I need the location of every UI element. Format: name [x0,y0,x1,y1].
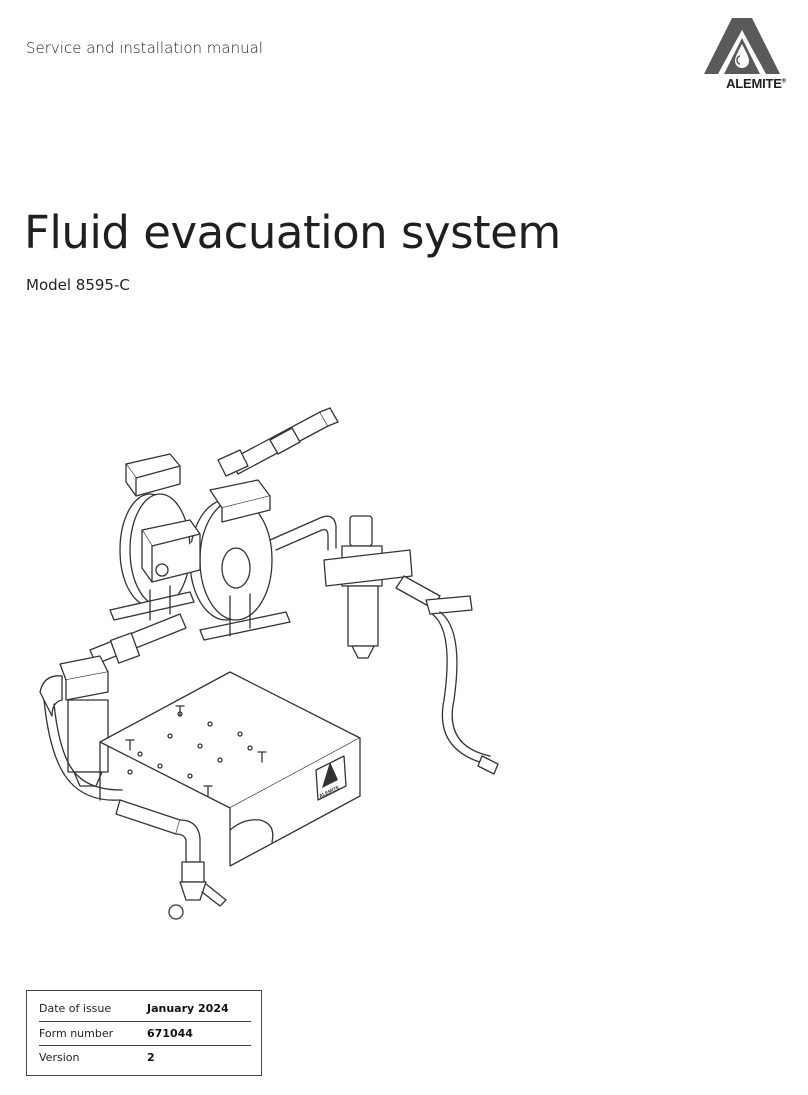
info-row-version: Version 2 [39,1045,251,1068]
discharge-pipe [217,407,339,477]
fluid-evacuation-system-illustration: ALEMITE [30,400,500,940]
alemite-triangle-icon [704,18,780,74]
diaphragm-pump [109,453,291,641]
brand-name: ALEMITE® [726,76,786,91]
info-value: 2 [147,1050,155,1064]
manual-subtitle: Service and installation manual [26,39,263,57]
info-label: Form number [39,1026,114,1040]
alemite-logo: ALEMITE® [704,16,786,92]
info-value: 671044 [147,1026,193,1040]
cabinet: ALEMITE [99,671,361,867]
info-label: Date of issue [39,1001,112,1015]
info-label: Version [39,1050,80,1064]
document-title: Fluid evacuation system [24,206,561,259]
air-supply-line [269,515,337,551]
inlet-pipe [89,613,187,665]
air-hose [431,611,499,775]
model-number: Model 8595-C [26,276,130,294]
strainer [39,655,123,801]
info-row-date: Date of issue January 2024 [39,997,251,1019]
info-value: January 2024 [147,1001,229,1015]
outlet-coupling [115,799,227,920]
info-row-form: Form number 671044 [39,1021,251,1044]
document-info-table: Date of issue January 2024 Form number 6… [26,990,262,1076]
filter-regulator [323,515,473,659]
